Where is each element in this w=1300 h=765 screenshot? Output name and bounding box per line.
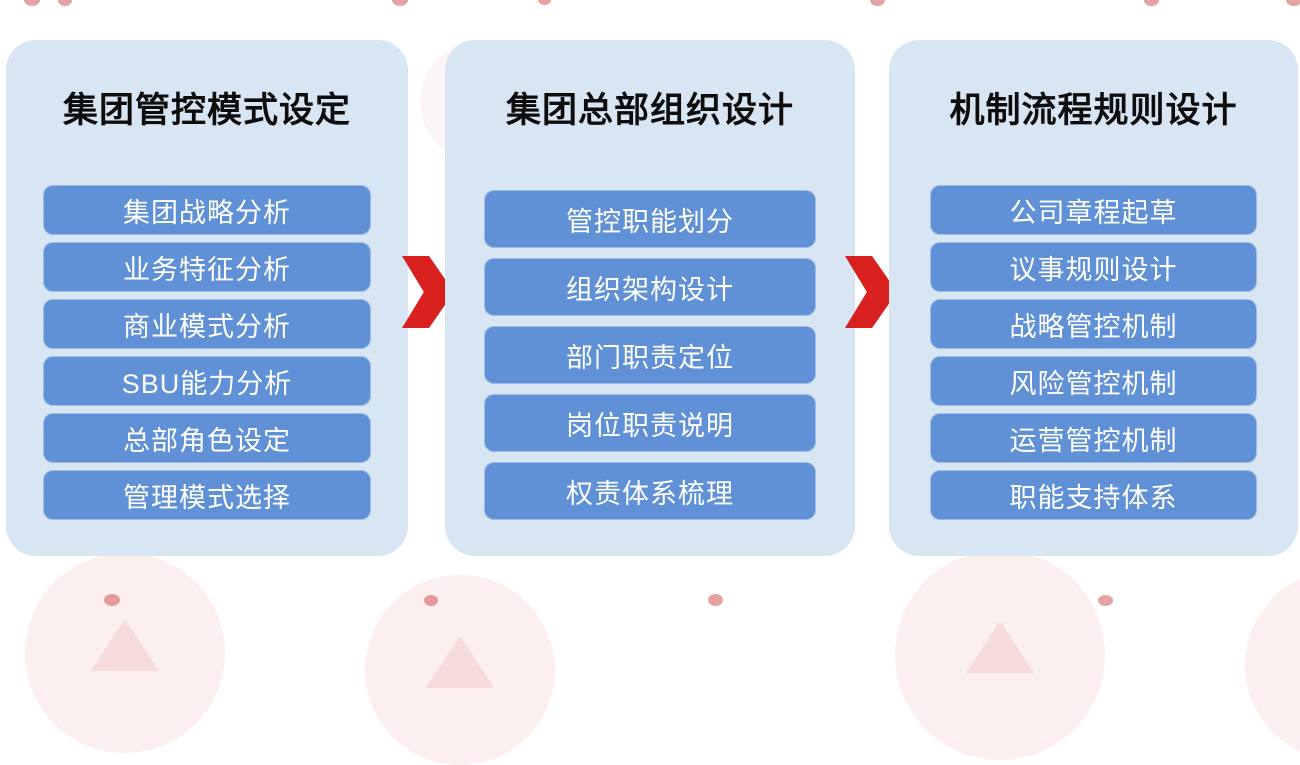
watermark-fragment: [392, 0, 408, 6]
chevron-right-icon: [845, 256, 897, 328]
phase-steps: 公司章程起草议事规则设计战略管控机制风险管控机制运营管控机制职能支持体系: [889, 185, 1298, 520]
step-item: 管控职能划分: [484, 190, 816, 248]
step-item: SBU能力分析: [43, 356, 371, 406]
phase-title: 集团总部组织设计: [505, 91, 794, 130]
step-item: 权责体系梳理: [484, 462, 816, 520]
step-item: 议事规则设计: [930, 242, 1257, 292]
phase-steps: 管控职能划分组织架构设计部门职责定位岗位职责说明权责体系梳理: [445, 190, 855, 520]
watermark-stamp-icon: [25, 553, 225, 753]
watermark-stamp-icon: [365, 575, 555, 765]
step-item: 战略管控机制: [930, 299, 1257, 349]
watermark-fragment: [870, 0, 885, 6]
watermark-fragment: [24, 0, 40, 6]
step-item: 公司章程起草: [930, 185, 1257, 235]
watermark-fragment: [1286, 0, 1300, 6]
step-item: 部门职责定位: [484, 326, 816, 384]
phase-panel-control-model: 集团管控模式设定 集团战略分析业务特征分析商业模式分析 SBU能力分析总部角色设定…: [6, 40, 408, 556]
step-item: 岗位职责说明: [484, 394, 816, 452]
watermark-fragment: [104, 594, 120, 606]
watermark-fragment: [708, 594, 723, 606]
step-item: 风险管控机制: [930, 356, 1257, 406]
watermark-fragment: [424, 595, 438, 606]
phase-steps: 集团战略分析业务特征分析商业模式分析 SBU能力分析总部角色设定管理模式选择: [6, 185, 408, 520]
phase-title: 集团管控模式设定: [62, 91, 351, 130]
step-item: 管理模式选择: [43, 470, 371, 520]
watermark-fragment: [1098, 595, 1113, 606]
watermark-fragment: [1144, 0, 1159, 6]
step-item: 组织架构设计: [484, 258, 816, 316]
phase-panel-hq-org-design: 集团总部组织设计 管控职能划分组织架构设计部门职责定位岗位职责说明权责体系梳理: [445, 40, 855, 556]
watermark-stamp-icon: [1245, 570, 1300, 760]
step-item: 集团战略分析: [43, 185, 371, 235]
step-item: 商业模式分析: [43, 299, 371, 349]
phase-panel-mechanism-rules: 机制流程规则设计 公司章程起草议事规则设计战略管控机制风险管控机制运营管控机制职…: [889, 40, 1298, 556]
step-item: 职能支持体系: [930, 470, 1257, 520]
watermark-fragment: [538, 0, 551, 5]
step-item: 业务特征分析: [43, 242, 371, 292]
process-diagram: 回 回 回 回 回 回 回 集团管控模式设定 集团战略分析业务特征分析商业模式分…: [6, 0, 1300, 765]
watermark-stamp-icon: [895, 550, 1105, 760]
chevron-right-icon: [402, 256, 454, 328]
watermark-fragment: [58, 0, 72, 6]
phase-title: 机制流程规则设计: [949, 91, 1238, 130]
step-item: 运营管控机制: [930, 413, 1257, 463]
step-item: 总部角色设定: [43, 413, 371, 463]
